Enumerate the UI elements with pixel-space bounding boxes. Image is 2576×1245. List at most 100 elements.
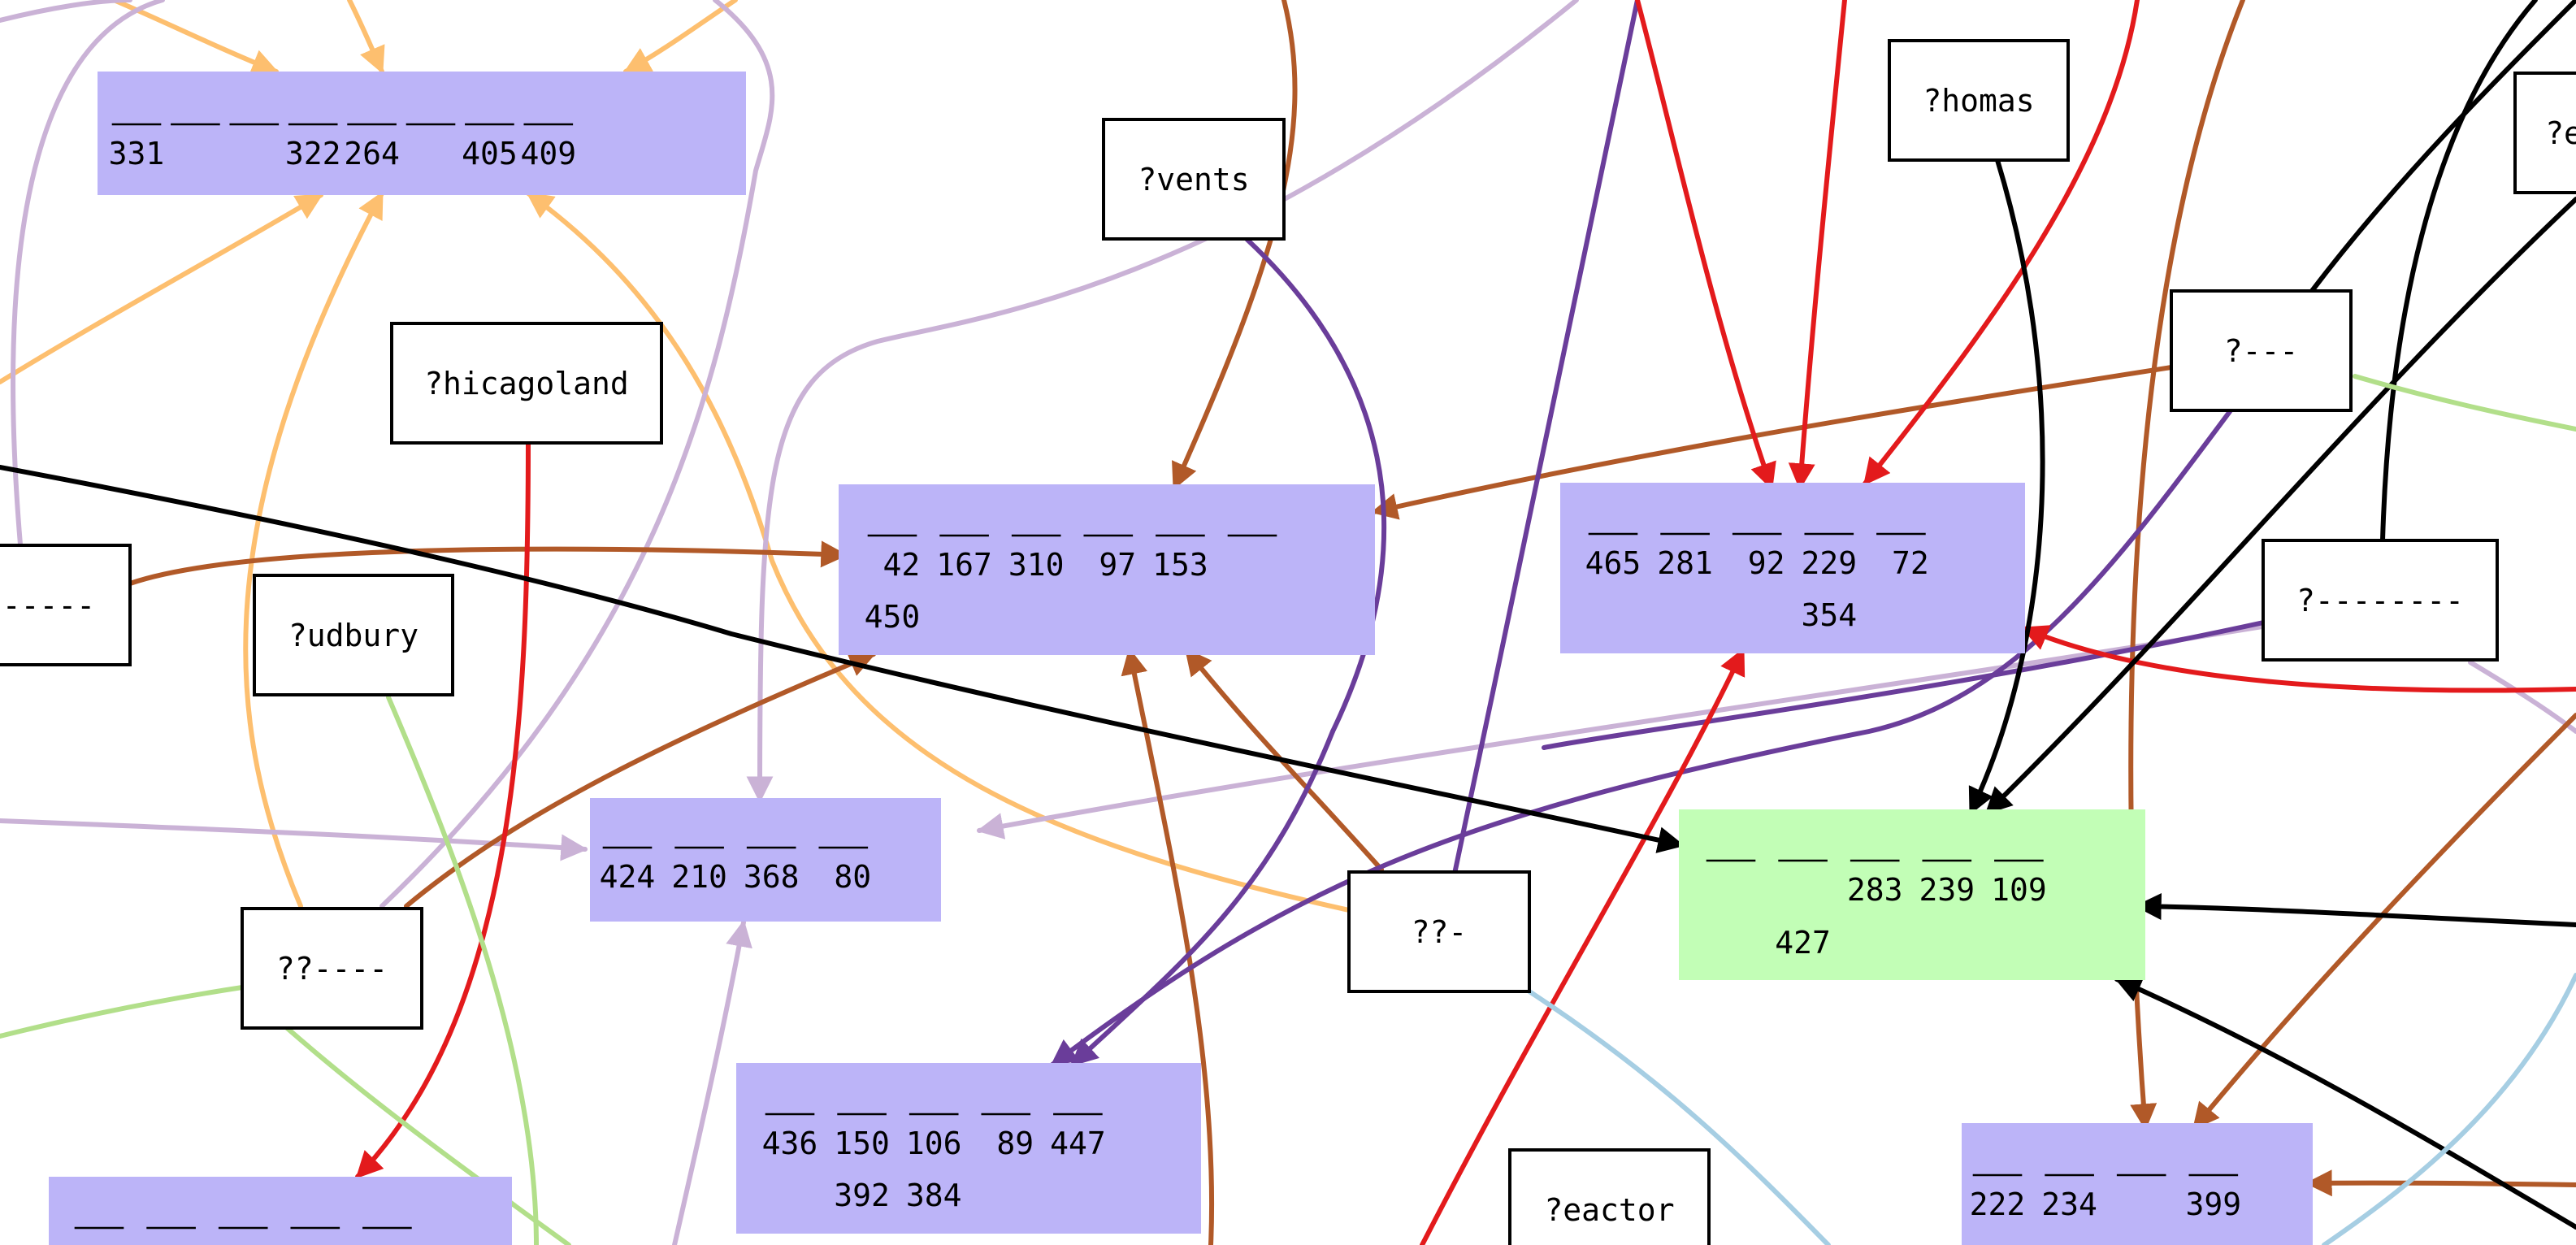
label-node: ?udbury bbox=[253, 574, 454, 696]
edge bbox=[746, 0, 1579, 804]
label-nodes: ?vents ?homas ?e ?hicagoland ?--- ----- ?udbur… bbox=[0, 39, 2576, 1245]
edge bbox=[1420, 648, 1746, 1245]
edge bbox=[1984, 197, 2576, 815]
edge bbox=[976, 623, 2270, 839]
bundle-value: 222 bbox=[1970, 1186, 2026, 1222]
bundle-value: 331 bbox=[109, 136, 165, 171]
edge bbox=[347, 0, 385, 75]
edge bbox=[1968, 158, 2045, 815]
label-node-text: ?homas bbox=[1923, 83, 2034, 119]
bundle-node-box bbox=[1679, 809, 2145, 980]
bundle-value: 436 bbox=[762, 1126, 818, 1161]
bundle-node-box bbox=[590, 798, 941, 922]
label-node: ??- bbox=[1347, 870, 1531, 993]
bundle-node-box bbox=[1560, 483, 2025, 653]
label-node-text: ?vents bbox=[1138, 162, 1249, 197]
label-node-text: ?e bbox=[2545, 115, 2576, 151]
edge bbox=[2134, 893, 2576, 927]
edge bbox=[0, 0, 132, 23]
edge bbox=[1863, 0, 2140, 486]
bundle-node: 424 210 368 80 bbox=[590, 798, 941, 922]
edge bbox=[2322, 973, 2576, 1245]
label-node-box bbox=[1102, 118, 1286, 241]
bundle-node bbox=[49, 1177, 512, 1245]
edge bbox=[623, 0, 738, 74]
edge bbox=[0, 465, 1685, 853]
edge bbox=[1542, 619, 2270, 750]
edge bbox=[1452, 0, 1640, 876]
bundle-value: 368 bbox=[744, 859, 800, 895]
edge bbox=[2353, 374, 2576, 432]
edge bbox=[0, 985, 245, 1039]
edge bbox=[386, 695, 539, 1245]
edge bbox=[1527, 989, 1831, 1245]
bundle-value: 167 bbox=[936, 547, 992, 583]
label-node-box bbox=[2262, 539, 2499, 662]
label-node-text: ??---- bbox=[276, 951, 388, 987]
bundle-value: 106 bbox=[906, 1126, 962, 1161]
bundle-value: 424 bbox=[600, 859, 656, 895]
edge bbox=[1070, 729, 1335, 1067]
edge bbox=[1050, 408, 2233, 1067]
bundle-node-box bbox=[839, 484, 1375, 655]
bundle-value: 447 bbox=[1050, 1126, 1106, 1161]
label-node: ?hicagoland bbox=[390, 322, 663, 445]
label-node-box bbox=[1347, 870, 1531, 993]
bundle-value: 210 bbox=[671, 859, 727, 895]
edge bbox=[2305, 1169, 2576, 1197]
label-node-box bbox=[2513, 72, 2576, 194]
bundle-value: 405 bbox=[462, 136, 518, 171]
label-node-text: ?udbury bbox=[288, 618, 418, 653]
bundle-value: 92 bbox=[1748, 545, 1785, 581]
edge bbox=[526, 191, 1351, 913]
label-node: ----- bbox=[0, 544, 132, 666]
bundle-value: 97 bbox=[1099, 547, 1136, 583]
edge bbox=[672, 919, 752, 1245]
edge bbox=[404, 651, 877, 909]
bundle-node-box bbox=[1962, 1123, 2313, 1245]
bundle-value: 409 bbox=[520, 136, 576, 171]
edge bbox=[2114, 976, 2576, 1230]
edge bbox=[355, 440, 531, 1179]
label-node: ?--- bbox=[2170, 289, 2353, 412]
edge bbox=[0, 818, 588, 861]
bundle-value: 72 bbox=[1892, 545, 1929, 581]
edge bbox=[2020, 625, 2576, 693]
bundle-value: 229 bbox=[1801, 545, 1857, 581]
edge bbox=[379, 0, 775, 909]
bundle-value: 89 bbox=[996, 1126, 1034, 1161]
label-node-box bbox=[390, 322, 663, 445]
bundle-value: 450 bbox=[865, 599, 921, 635]
label-node-text: ?eactor bbox=[1544, 1192, 1674, 1228]
bundle-value: 392 bbox=[834, 1178, 890, 1213]
label-node-text: ?hicagoland bbox=[424, 366, 629, 401]
edge bbox=[0, 193, 323, 384]
bundle-value: 264 bbox=[344, 136, 400, 171]
label-node-text: ?--- bbox=[2224, 333, 2299, 369]
edge bbox=[243, 191, 384, 909]
bundle-value: 239 bbox=[1919, 872, 1975, 908]
label-node-box bbox=[0, 544, 132, 666]
label-node-box bbox=[1888, 39, 2070, 162]
edge bbox=[1184, 648, 1384, 872]
bundle-value: 310 bbox=[1008, 547, 1065, 583]
label-node: ?vents bbox=[1102, 118, 1286, 241]
bundle-value: 80 bbox=[834, 859, 871, 895]
edge bbox=[2192, 713, 2576, 1130]
bundle-value: 153 bbox=[1152, 547, 1208, 583]
edge bbox=[11, 0, 165, 547]
edge bbox=[2309, 0, 2576, 293]
bundle-node-box bbox=[98, 72, 746, 195]
bundle-value: 283 bbox=[1847, 872, 1903, 908]
edge bbox=[1635, 0, 1776, 491]
bundle-value: 234 bbox=[2041, 1186, 2097, 1222]
bundle-node-box bbox=[49, 1177, 512, 1245]
label-node: ?eactor bbox=[1508, 1148, 1711, 1245]
